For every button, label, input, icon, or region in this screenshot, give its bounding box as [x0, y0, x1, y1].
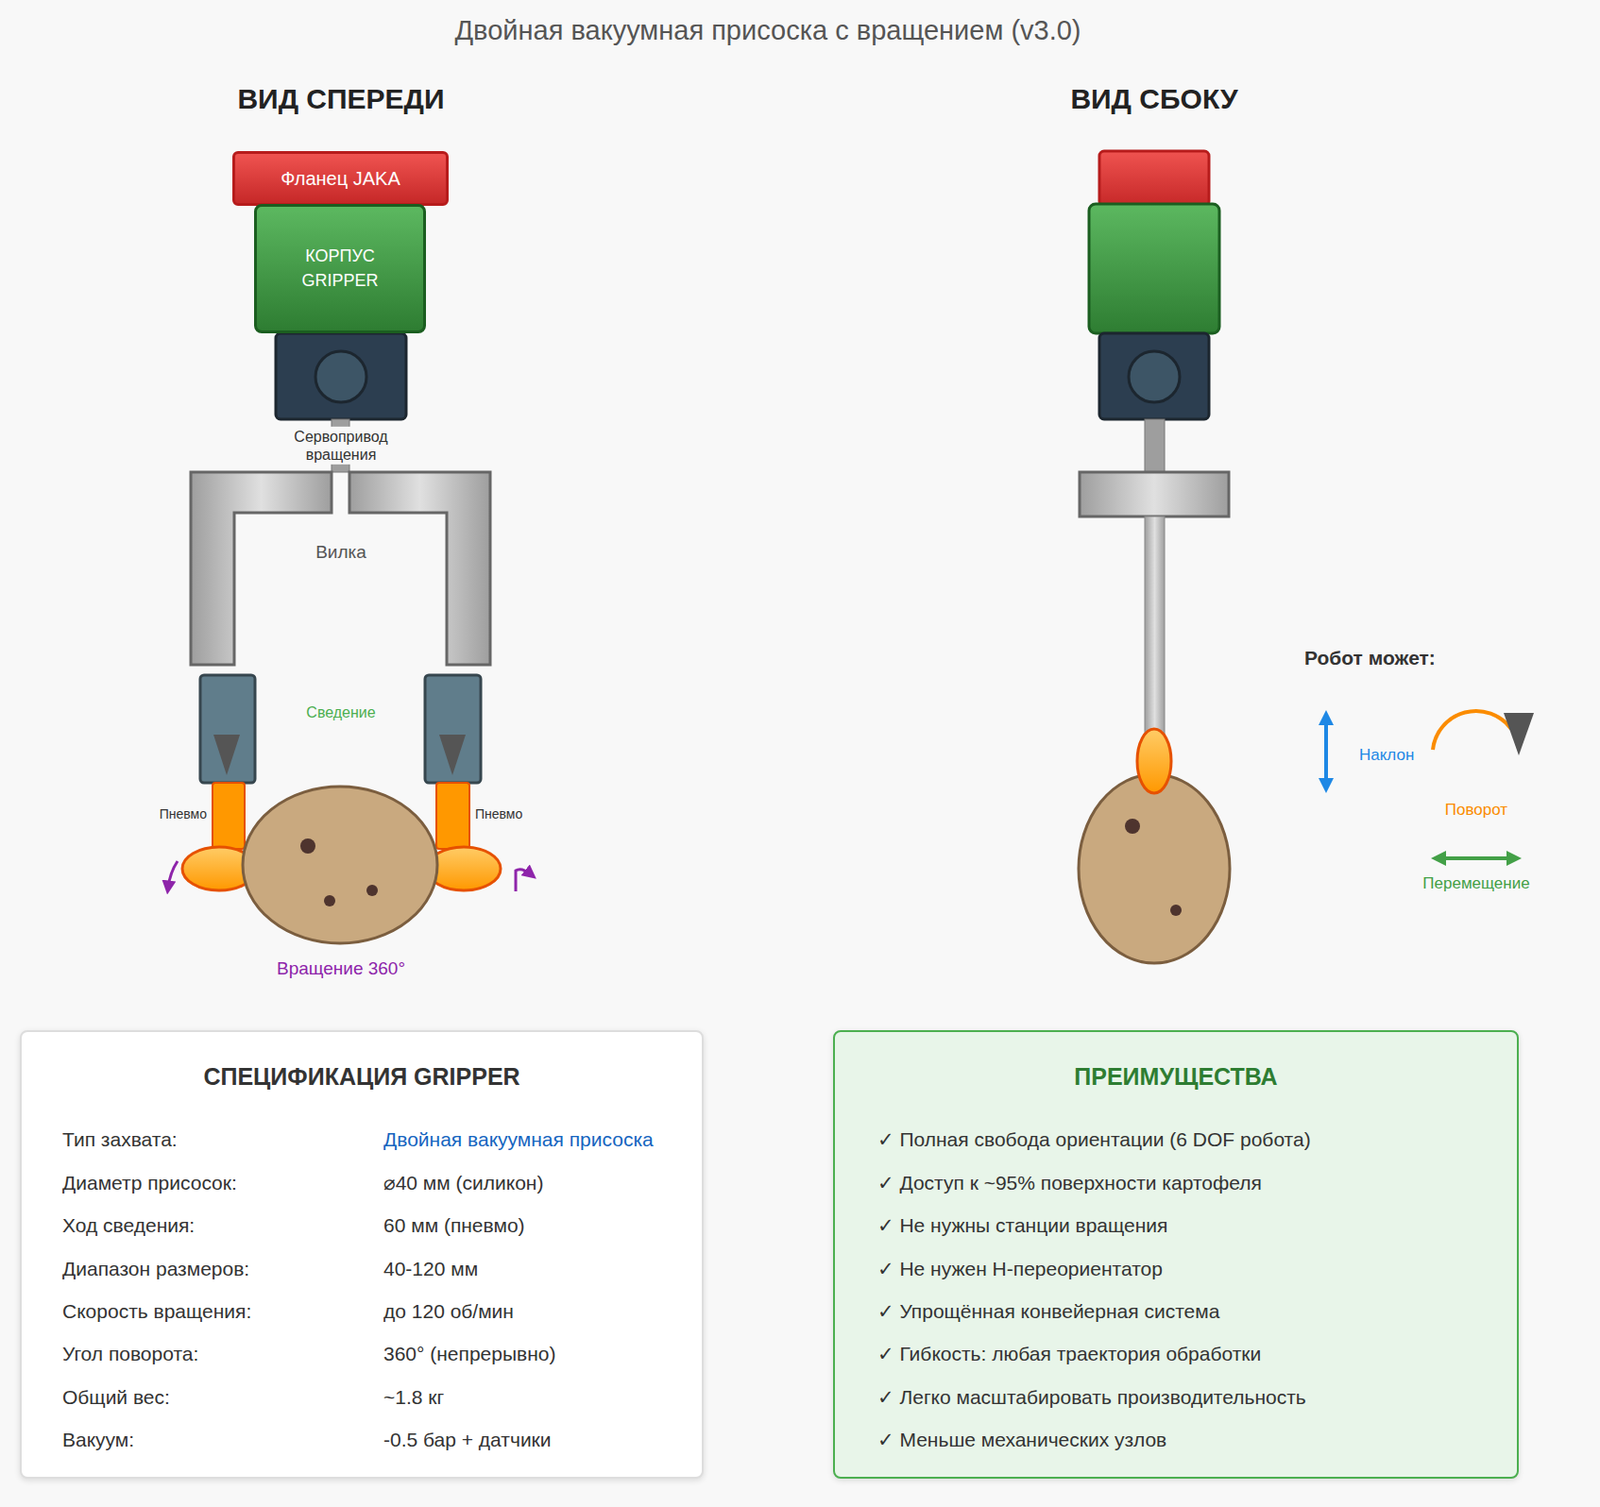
- legend-heading: Робот может:: [1304, 646, 1436, 670]
- rotation-arrow: [168, 861, 178, 888]
- turn-arc: [1432, 711, 1512, 750]
- flange-box: Фланец JAKA: [232, 151, 449, 206]
- gripper-body-box: КОРПУС GRIPPER: [254, 204, 426, 334]
- motion-label: Сведение: [306, 703, 375, 722]
- direction-triangle: [439, 734, 466, 776]
- servo-disc: [1128, 351, 1180, 403]
- part-name: Пневмо: [475, 806, 523, 823]
- advantage-item: ✓ Гибкость: любая траектория обработки: [877, 1342, 1261, 1366]
- fork-rod: [1144, 516, 1165, 735]
- advantage-item: ✓ Легко масштабировать производительност…: [877, 1385, 1307, 1410]
- spec-key: Угол поворота:: [62, 1342, 199, 1366]
- advantage-item: ✓ Не нужны станции вращения: [877, 1213, 1168, 1238]
- spec-value: -0.5 бар + датчики: [383, 1428, 552, 1452]
- flange: [1099, 151, 1209, 206]
- advantage-item: ✓ Доступ к ~95% поверхности картофеля: [877, 1171, 1262, 1195]
- spec-key: Ход сведения:: [62, 1213, 195, 1238]
- move-arrow: [1438, 856, 1515, 861]
- motion-label: Перемещение: [1422, 874, 1530, 894]
- fork-plate: [1079, 472, 1229, 517]
- spec-value: Двойная вакуумная присоска: [383, 1127, 654, 1152]
- turn-arrowhead: [1503, 713, 1534, 756]
- spec-value: до 120 об/мин: [383, 1299, 514, 1324]
- potato: [242, 786, 438, 944]
- spec-value: ⌀40 мм (силикон): [383, 1171, 544, 1195]
- part-name: Вилка: [315, 542, 367, 564]
- diagram-title: Двойная вакуумная присоска с вращением (…: [454, 15, 1081, 47]
- front-view: [168, 333, 531, 944]
- spec-key: Диапазон размеров:: [62, 1257, 250, 1281]
- direction-triangle: [213, 734, 240, 776]
- suction-cup: [1137, 729, 1172, 794]
- potato: [1078, 774, 1230, 964]
- spec-value: 60 мм (пневмо): [383, 1213, 526, 1238]
- view-title: ВИД СБОКУ: [1070, 82, 1238, 117]
- spec-key: Скорость вращения:: [62, 1299, 252, 1324]
- tilt-arrow: [1324, 717, 1328, 786]
- gripper-body: [1089, 204, 1220, 334]
- advantage-item: ✓ Упрощённая конвейерная система: [877, 1299, 1220, 1324]
- potato-eye: [1170, 904, 1182, 917]
- panel-heading: СПЕЦИФИКАЦИЯ GRIPPER: [203, 1060, 520, 1094]
- piston: [212, 782, 245, 850]
- rotation-arrow: [515, 869, 531, 892]
- shaft: [1144, 419, 1165, 473]
- fork-arm: [190, 472, 332, 665]
- fork-arm: [349, 472, 491, 665]
- advantage-item: ✓ Меньше механических узлов: [877, 1428, 1167, 1452]
- piston: [436, 782, 470, 850]
- potato-eye: [323, 895, 336, 907]
- spec-panel: СПЕЦИФИКАЦИЯ GRIPPER: [19, 1030, 704, 1480]
- part-name: Сервопривод вращения: [281, 426, 401, 465]
- advantage-item: ✓ Полная свобода ориентации (6 DOF робот…: [877, 1127, 1311, 1152]
- advantages-panel: ПРЕИМУЩЕСТВА: [833, 1030, 1519, 1480]
- spec-key: Диаметр присосок:: [62, 1171, 238, 1195]
- spec-value: ~1.8 кг: [383, 1385, 444, 1410]
- motion-label: Наклон: [1359, 746, 1414, 766]
- motion-symbols: [1326, 711, 1534, 859]
- view-title: ВИД СПЕРЕДИ: [237, 82, 444, 117]
- motion-label: Вращение 360°: [276, 958, 406, 981]
- pneumatic-cylinder: [200, 675, 256, 783]
- advantage-item: ✓ Не нужен H-переориентатор: [877, 1257, 1163, 1281]
- servo-body: [1099, 333, 1209, 420]
- spec-key: Общий вес:: [62, 1385, 171, 1410]
- motion-label: Поворот: [1445, 800, 1508, 820]
- spec-value: 40-120 мм: [383, 1257, 478, 1281]
- spec-key: Вакуум:: [62, 1428, 135, 1452]
- servo-body: [275, 333, 407, 420]
- box-label: КОРПУС GRIPPER: [288, 244, 392, 292]
- potato-eye: [366, 885, 378, 897]
- pneumatic-cylinder: [425, 675, 481, 783]
- part-name: Пневмо: [159, 806, 207, 823]
- potato-eye: [1124, 818, 1141, 835]
- box-label: Фланец JAKA: [280, 165, 401, 192]
- servo-disc: [315, 351, 367, 403]
- spec-key: Тип захвата:: [62, 1127, 178, 1152]
- side-view: [1078, 151, 1230, 964]
- potato-eye: [300, 838, 316, 854]
- spec-value: 360° (непрерывно): [383, 1342, 556, 1366]
- panel-heading: ПРЕИМУЩЕСТВА: [1073, 1060, 1277, 1094]
